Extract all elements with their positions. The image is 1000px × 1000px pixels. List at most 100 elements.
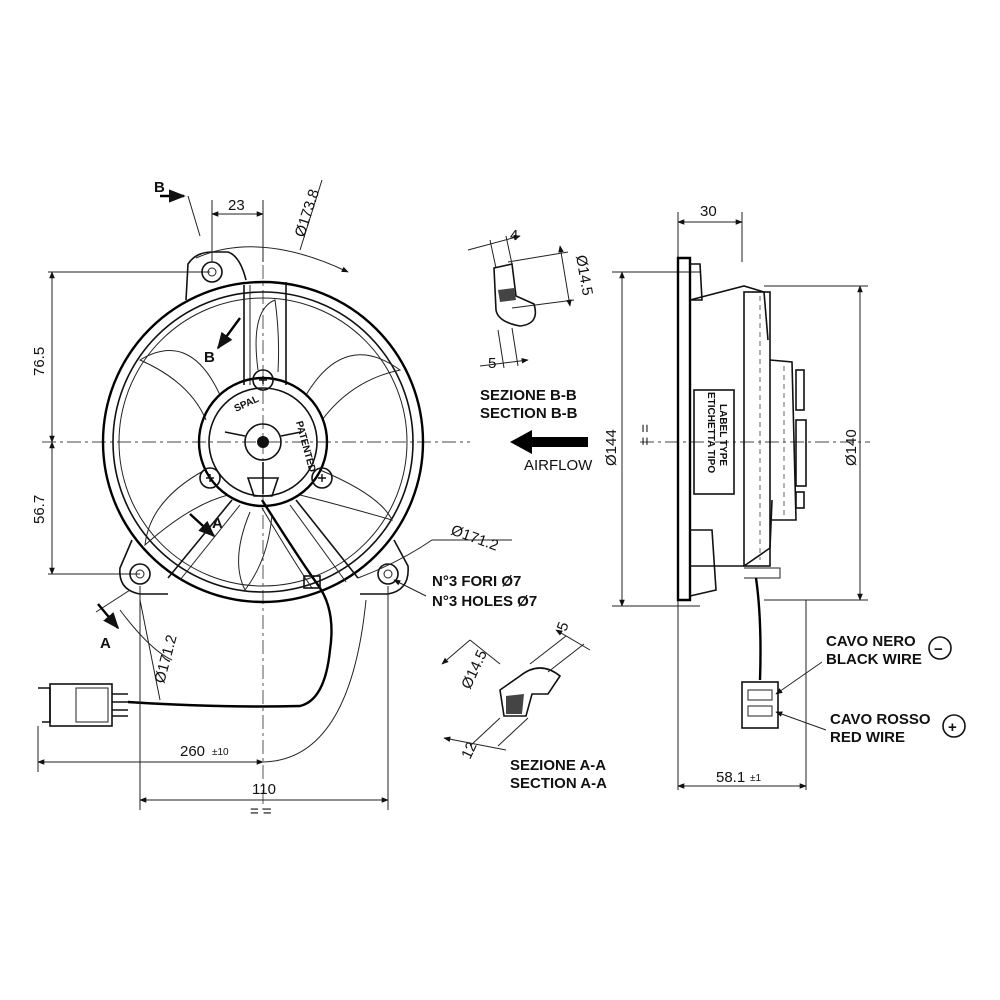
holes-leader	[393, 579, 427, 597]
hub-screw-top	[252, 369, 274, 391]
fan-housing-inner	[112, 291, 414, 593]
holes-note-it: N°3 FORI Ø7	[432, 573, 521, 590]
side-frame-flange	[676, 256, 692, 602]
side-cable	[754, 577, 762, 681]
motor-shaft-boss	[244, 423, 282, 461]
black-wire-label-en: BLACK WIRE	[826, 651, 922, 668]
fan-blade	[144, 469, 229, 547]
side-shroud-bottom	[690, 499, 773, 567]
side-ear-top	[690, 263, 703, 301]
dim-diameter-171-2-right: Ø171.2	[449, 522, 501, 555]
section-bb-profile	[493, 263, 537, 327]
red-wire-label-it: CAVO ROSSO	[830, 711, 931, 728]
section-bb-title-en: SECTION B-B	[480, 405, 578, 422]
section-bb-hatch	[498, 288, 516, 302]
section-arrow-a-mid	[189, 513, 216, 538]
section-aa-dim-12: 12	[458, 739, 480, 761]
dim-23-label: 23	[228, 197, 245, 214]
negative-symbol	[928, 636, 952, 660]
hub-connector	[246, 477, 280, 497]
section-marker-b-top: B	[154, 179, 165, 196]
screw-crosses	[206, 376, 326, 482]
side-label-en: LABEL TYPE	[717, 404, 728, 466]
dim-260-tolerance: ±10	[212, 747, 229, 758]
hub-screw-left	[199, 467, 221, 489]
hub-patent-mark: PATENTED	[293, 420, 317, 473]
section-bb-dim-4: 4	[510, 227, 518, 244]
side-motor-cap	[769, 359, 797, 521]
side-shroud-top	[689, 285, 769, 341]
side-label-plate	[693, 389, 735, 495]
motor-shaft	[257, 436, 269, 448]
section-aa-title-it: SEZIONE A-A	[510, 757, 606, 774]
section-bb: 4 Ø14.5 5 SEZIONE B-B SECTION B-B	[467, 227, 596, 422]
section-bb-title-it: SEZIONE B-B	[480, 387, 577, 404]
power-cable	[127, 499, 333, 708]
section-aa-title-en: SECTION A-A	[510, 775, 607, 792]
dim-110-equal-sign: = =	[250, 803, 272, 820]
fan-shroud-ring	[118, 297, 408, 587]
side-dim-diameter-144: Ø144	[603, 429, 620, 466]
side-dim-equal-sign: = =	[636, 424, 653, 446]
dim-arc-173-8	[195, 246, 349, 273]
side-shaft-nut	[795, 369, 805, 411]
section-marker-b-mid: B	[204, 349, 215, 366]
mount-hole-left	[129, 563, 151, 585]
section-bb-dim-5: 5	[488, 355, 496, 372]
side-connector-pin-top	[747, 689, 773, 701]
fan-blade	[255, 299, 280, 373]
dim-leader-171-2-right	[357, 539, 512, 579]
side-shaft-end	[795, 491, 805, 509]
fan-blade	[305, 354, 402, 421]
section-aa-hatch	[506, 694, 524, 714]
red-wire-leader	[775, 711, 827, 731]
airflow-label: AIRFLOW	[524, 457, 593, 474]
side-ear-bottom	[689, 529, 717, 597]
connector-pins	[112, 693, 128, 717]
airflow-indicator: AIRFLOW	[510, 430, 593, 474]
side-dim-58-1-tolerance: ±1	[750, 773, 761, 784]
side-motor-body	[743, 291, 771, 567]
side-connector-pin-bottom	[747, 705, 773, 717]
side-connector	[741, 681, 779, 729]
fan-blade	[238, 511, 273, 591]
mount-hole-left-inner	[135, 569, 145, 579]
section-marker-a-low: A	[100, 635, 111, 652]
connector-housing	[49, 683, 113, 727]
section-aa-dim-5: 5	[554, 620, 573, 634]
hub-screw-right	[311, 467, 333, 489]
side-label-it: ETICHETTA TIPO	[705, 392, 716, 473]
cable-clip	[303, 575, 321, 589]
wire-legend: CAVO NERO BLACK WIRE − CAVO ROSSO RED WI…	[775, 633, 966, 746]
dim-diameter-173-8: Ø173.8	[292, 187, 323, 239]
hub-brand: SPAL	[233, 394, 261, 415]
section-arrow-b-mid	[217, 317, 241, 350]
dim-diameter-171-2-left: Ø171.2	[151, 633, 180, 685]
fan-blade	[138, 350, 221, 421]
fan-housing-outer	[101, 280, 425, 604]
mounting-ear-top	[185, 251, 247, 301]
side-dim-30-label: 30	[700, 203, 717, 220]
side-view: ETICHETTA TIPO LABEL TYPE 30 Ø144 = = Ø1…	[603, 203, 870, 790]
fan-blade	[299, 469, 393, 521]
mount-hole-right	[377, 563, 399, 585]
airflow-arrow	[510, 430, 588, 454]
connector-latch	[38, 687, 51, 723]
side-dim-diameter-140: Ø140	[843, 429, 860, 466]
side-cable-clip	[744, 567, 781, 579]
mount-hole-top-inner	[207, 267, 217, 277]
side-dim-58-1-label: 58.1	[716, 769, 745, 786]
section-arrow-a-low	[97, 603, 120, 630]
dim-76-5-label: 76.5	[31, 347, 48, 376]
dim-arc-260	[262, 599, 367, 763]
dim-56-7-label: 56.7	[31, 495, 48, 524]
front-view: SPAL PATENTED 23 Ø173.8 76.5 56.7 Ø171.2…	[31, 179, 537, 820]
negative-sign: −	[934, 641, 943, 658]
side-shaft	[795, 419, 807, 487]
black-wire-label-it: CAVO NERO	[826, 633, 916, 650]
section-aa-dim-diameter: Ø14.5	[458, 647, 491, 691]
holes-note-en: N°3 HOLES Ø7	[432, 593, 537, 610]
dim-110-label: 110	[252, 781, 276, 798]
section-markers: B B A A	[95, 179, 241, 652]
support-struts	[167, 282, 359, 583]
